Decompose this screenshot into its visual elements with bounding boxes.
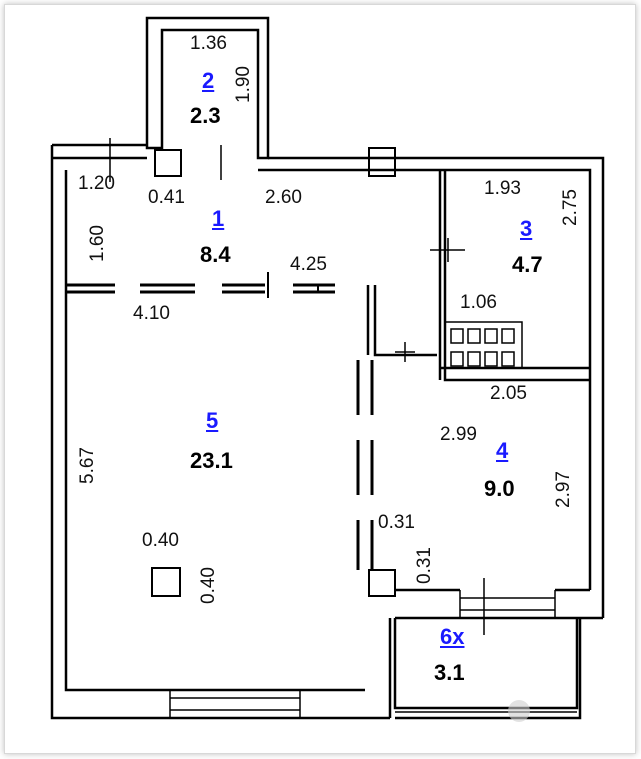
room-2-number[interactable]: 2 xyxy=(202,68,215,93)
shaft-1 xyxy=(154,149,182,177)
dim-1-90: 1.90 xyxy=(232,66,254,103)
wall-room-3 xyxy=(443,170,590,382)
shaft-2 xyxy=(368,147,396,177)
room-1-area: 8.4 xyxy=(200,242,231,267)
dim-0-31-vertical: 0.31 xyxy=(413,547,435,584)
room-5-number[interactable]: 5 xyxy=(206,408,219,433)
room-4-area: 9.0 xyxy=(484,476,515,501)
room-6x-area: 3.1 xyxy=(434,660,465,685)
dim-1-06: 1.06 xyxy=(460,292,497,313)
room-4-number[interactable]: 4 xyxy=(496,438,509,463)
dim-2-75: 2.75 xyxy=(559,189,581,226)
dim-1-93: 1.93 xyxy=(484,178,521,199)
room-6x-number[interactable]: 6х xyxy=(440,624,465,649)
room-5-area: 23.1 xyxy=(190,448,233,473)
dim-2-97: 2.97 xyxy=(552,471,574,508)
dim-2-60: 2.60 xyxy=(265,187,302,208)
window-bottom xyxy=(169,690,301,718)
dim-0-40-vertical: 0.40 xyxy=(197,567,219,604)
dim-4-25: 4.25 xyxy=(290,254,327,275)
dim-0-40-horizontal: 0.40 xyxy=(142,530,179,551)
room-3-number[interactable]: 3 xyxy=(520,216,533,241)
window-right xyxy=(459,590,556,618)
dim-4-10: 4.10 xyxy=(133,303,170,324)
room-2-area: 2.3 xyxy=(190,103,221,128)
stove-grid xyxy=(445,321,523,368)
wall-left xyxy=(50,145,390,720)
dim-5-67: 5.67 xyxy=(76,447,98,484)
dim-1-20: 1.20 xyxy=(78,173,115,194)
room-3-area: 4.7 xyxy=(512,252,543,277)
watermark-logo xyxy=(508,700,530,722)
dim-2-99: 2.99 xyxy=(440,424,477,445)
column-0-40 xyxy=(151,567,181,597)
dim-1-60: 1.60 xyxy=(86,225,108,262)
room-1-number[interactable]: 1 xyxy=(212,206,225,231)
dim-2-05: 2.05 xyxy=(490,383,527,404)
dim-1-36: 1.36 xyxy=(190,33,227,54)
wall-top-right xyxy=(268,156,605,618)
shaft-3 xyxy=(368,569,396,597)
dim-0-41: 0.41 xyxy=(148,187,185,208)
wall-room-2 xyxy=(145,16,270,160)
dim-0-31-horizontal: 0.31 xyxy=(378,512,415,533)
